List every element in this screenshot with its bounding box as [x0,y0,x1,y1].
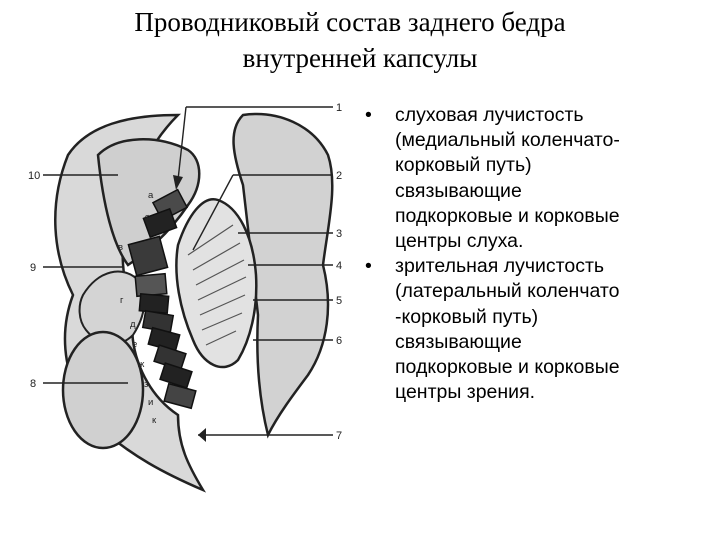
letter-i: и [148,397,153,408]
bullet-line: подкорковые и корковые [395,204,708,229]
bullet-line: зрительная лучистость [395,254,708,279]
bullet-line: (медиальный коленчато- [395,128,708,153]
letter-g: г [120,295,124,306]
bullet-line: подкорковые и корковые [395,355,708,380]
bullet-line: связывающие [395,330,708,355]
bullet-item-auditory: • слуховая лучистость (медиальный коленч… [363,103,708,254]
letter-v: в [118,242,123,253]
bullet-marker: • [365,254,372,279]
label-5: 5 [336,295,342,307]
putamen [176,199,256,367]
title-line-1: Проводниковый состав заднего бедра [0,4,720,40]
label-8: 8 [30,378,36,390]
bullet-item-visual: • зрительная лучистость (латеральный кол… [363,254,708,405]
label-10: 10 [28,170,40,182]
capsule-segment [135,274,167,297]
label-6: 6 [336,335,342,347]
title-line-2: внутренней капсулы [0,40,720,76]
bullet-line: центры слуха. [395,229,708,254]
label-9: 9 [30,262,36,274]
letter-b: б [144,214,150,225]
bullet-line: центры зрения. [395,380,708,405]
letter-zh: ж [138,359,145,370]
arrow-7 [198,428,206,442]
capsule-segment [164,384,196,409]
bullet-line: корковый путь) [395,153,708,178]
bullet-line: -корковый путь) [395,305,708,330]
bullet-list: • слуховая лучистость (медиальный коленч… [363,103,708,405]
structure-8 [63,332,143,448]
bullet-marker: • [365,103,372,128]
label-4: 4 [336,260,342,272]
letter-e: е [132,339,137,350]
capsule-segment [160,363,192,388]
label-2: 2 [336,170,342,182]
bullet-line: (латеральный коленчато [395,279,708,304]
label-1: 1 [336,102,342,114]
capsule-segment [139,294,168,313]
letter-z: з [144,379,148,390]
letter-d: д [130,319,136,330]
label-3: 3 [336,228,342,240]
slide-title: Проводниковый состав заднего бедра внутр… [0,4,720,76]
letter-a: а [148,190,154,201]
label-7: 7 [336,430,342,442]
bullet-line: слуховая лучистость [395,103,708,128]
bullet-line: связывающие [395,179,708,204]
diagram-svg: 1 2 3 4 5 6 7 8 9 10 а б в г д е ж з и к [28,95,358,535]
internal-capsule-diagram: 1 2 3 4 5 6 7 8 9 10 а б в г д е ж з и к [28,95,358,535]
